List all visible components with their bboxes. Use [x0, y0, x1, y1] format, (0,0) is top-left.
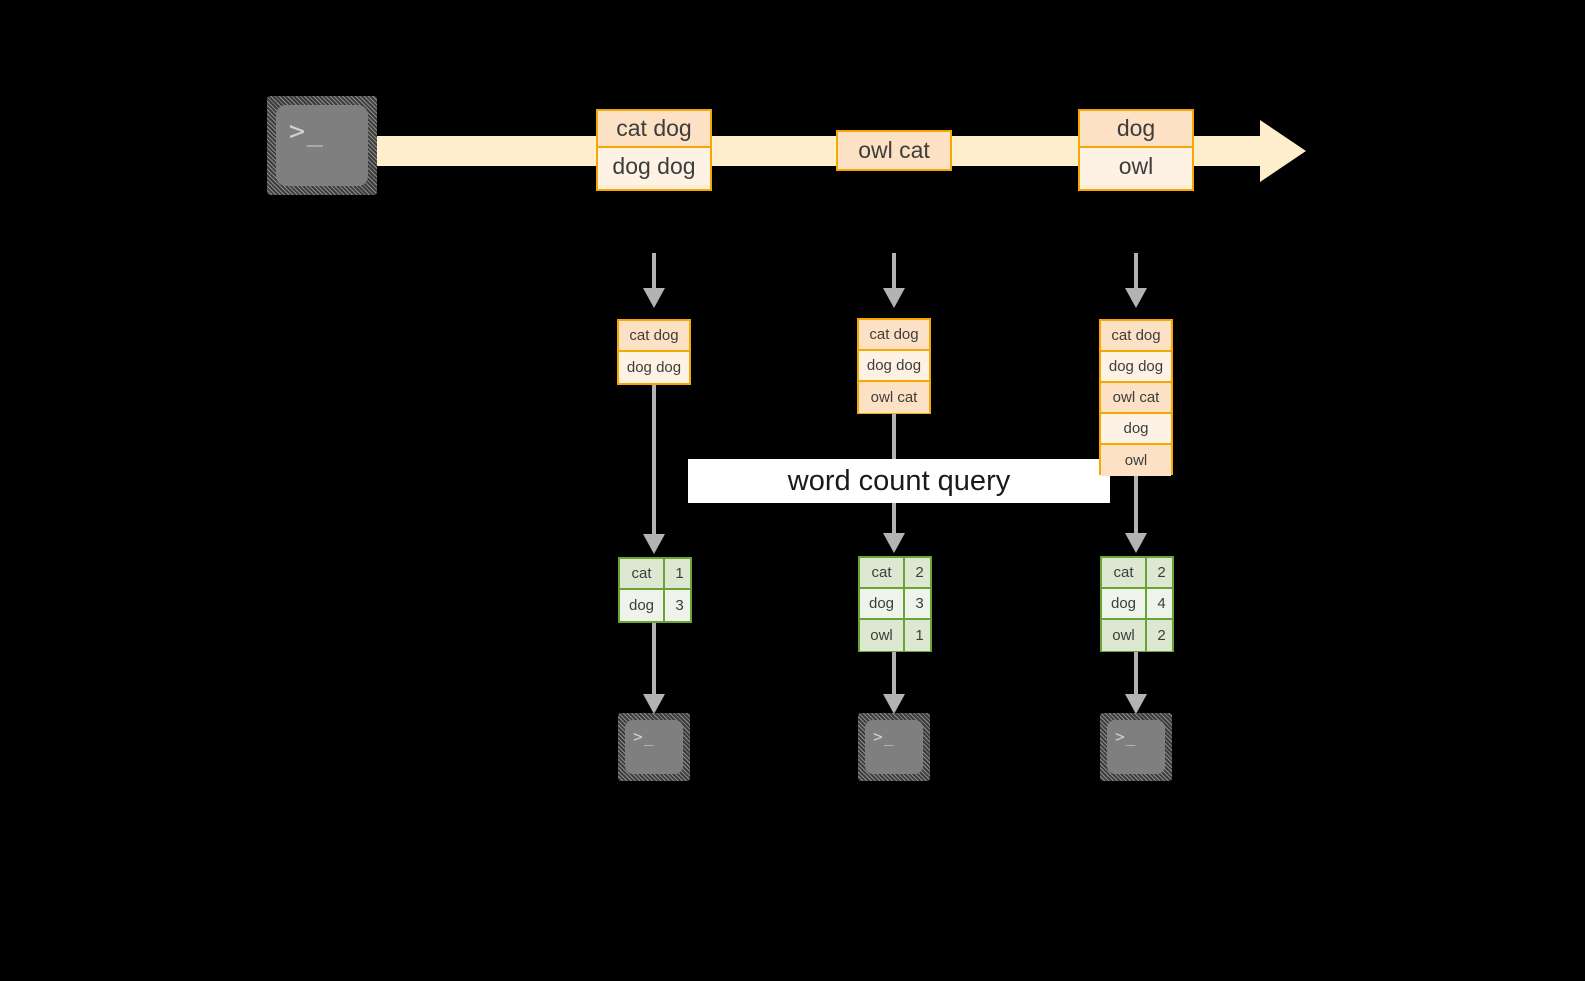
- table-row: owl 2: [1102, 620, 1172, 651]
- query-connector: [652, 385, 656, 536]
- table-row: dog 4: [1102, 589, 1172, 620]
- result-word: owl: [1102, 620, 1147, 651]
- record-line: cat dog: [619, 321, 689, 352]
- result-count: 2: [915, 564, 924, 581]
- record-line: owl cat: [859, 382, 929, 413]
- record-line: dog dog: [598, 148, 710, 185]
- result-count: 3: [915, 595, 924, 612]
- terminal-prompt-glyph: >_: [873, 726, 895, 746]
- table-row: cat 2: [1102, 558, 1172, 589]
- sink-terminal-icon[interactable]: >_: [858, 713, 930, 781]
- record-line: owl cat: [1101, 383, 1171, 414]
- record-line: dog: [1101, 414, 1171, 445]
- record-line: cat dog: [1101, 321, 1171, 352]
- terminal-screen: >_: [625, 720, 683, 774]
- terminal-screen: >_: [1107, 720, 1165, 774]
- table-row: dog 3: [620, 590, 690, 621]
- table-row: dog 3: [860, 589, 930, 620]
- record-line: owl cat: [838, 132, 950, 169]
- result-table[interactable]: cat 2 dog 4 owl 2: [1100, 556, 1174, 652]
- terminal-prompt-glyph: >_: [288, 115, 325, 147]
- record-line: dog dog: [619, 352, 689, 383]
- sink-connector: [652, 623, 656, 697]
- dashed-connector: [652, 253, 656, 290]
- arrow-head-icon: [643, 694, 665, 714]
- result-word: dog: [620, 590, 665, 621]
- table-row: owl 1: [860, 620, 930, 651]
- result-count: 4: [1157, 595, 1166, 612]
- result-word: dog: [1102, 589, 1147, 618]
- result-word: cat: [1102, 558, 1147, 587]
- result-table[interactable]: cat 1 dog 3: [618, 557, 692, 623]
- arrow-head-icon: [883, 288, 905, 308]
- dashed-connector: [892, 253, 896, 290]
- accumulated-records[interactable]: cat dog dog dog owl cat: [857, 318, 931, 414]
- query-label-band: word count query: [688, 459, 1110, 503]
- stream-record[interactable]: owl cat: [836, 130, 952, 171]
- result-count: 2: [1157, 627, 1166, 644]
- query-label: word count query: [787, 464, 1011, 497]
- arrow-head-icon: [1125, 533, 1147, 553]
- accumulated-records[interactable]: cat dog dog dog: [617, 319, 691, 385]
- result-table[interactable]: cat 2 dog 3 owl 1: [858, 556, 932, 652]
- result-word: cat: [860, 558, 905, 587]
- result-count: 3: [675, 597, 684, 614]
- arrow-head-icon: [883, 533, 905, 553]
- result-word: dog: [860, 589, 905, 618]
- terminal-screen: >_: [865, 720, 923, 774]
- result-count: 2: [1157, 564, 1166, 581]
- sink-connector: [892, 652, 896, 697]
- accumulated-records[interactable]: cat dog dog dog owl cat dog owl: [1099, 319, 1173, 476]
- record-line: dog: [1080, 111, 1192, 148]
- arrow-head-icon: [643, 288, 665, 308]
- stream-record[interactable]: dog owl: [1078, 109, 1194, 191]
- sink-terminal-icon[interactable]: >_: [1100, 713, 1172, 781]
- terminal-screen: >_: [276, 105, 368, 186]
- arrow-head-icon: [883, 694, 905, 714]
- record-line: dog dog: [1101, 352, 1171, 383]
- terminal-prompt-glyph: >_: [633, 726, 655, 746]
- table-row: cat 2: [860, 558, 930, 589]
- stream-record[interactable]: cat dog dog dog: [596, 109, 712, 191]
- result-count: 1: [675, 565, 684, 582]
- source-terminal-icon[interactable]: >_: [267, 96, 377, 195]
- table-row: cat 1: [620, 559, 690, 590]
- dashed-connector: [1134, 253, 1138, 290]
- record-line: dog dog: [859, 351, 929, 382]
- result-word: cat: [620, 559, 665, 588]
- sink-terminal-icon[interactable]: >_: [618, 713, 690, 781]
- arrow-head-icon: [643, 534, 665, 554]
- result-word: owl: [860, 620, 905, 651]
- record-line: owl: [1101, 445, 1171, 476]
- arrow-head-icon: [1125, 694, 1147, 714]
- sink-connector: [1134, 652, 1138, 697]
- record-line: cat dog: [859, 320, 929, 351]
- record-line: owl: [1080, 148, 1192, 185]
- record-line: cat dog: [598, 111, 710, 148]
- result-count: 1: [915, 627, 924, 644]
- arrow-head-icon: [1125, 288, 1147, 308]
- stream-arrowhead: [1260, 120, 1306, 182]
- terminal-prompt-glyph: >_: [1115, 726, 1137, 746]
- query-connector: [1134, 475, 1138, 535]
